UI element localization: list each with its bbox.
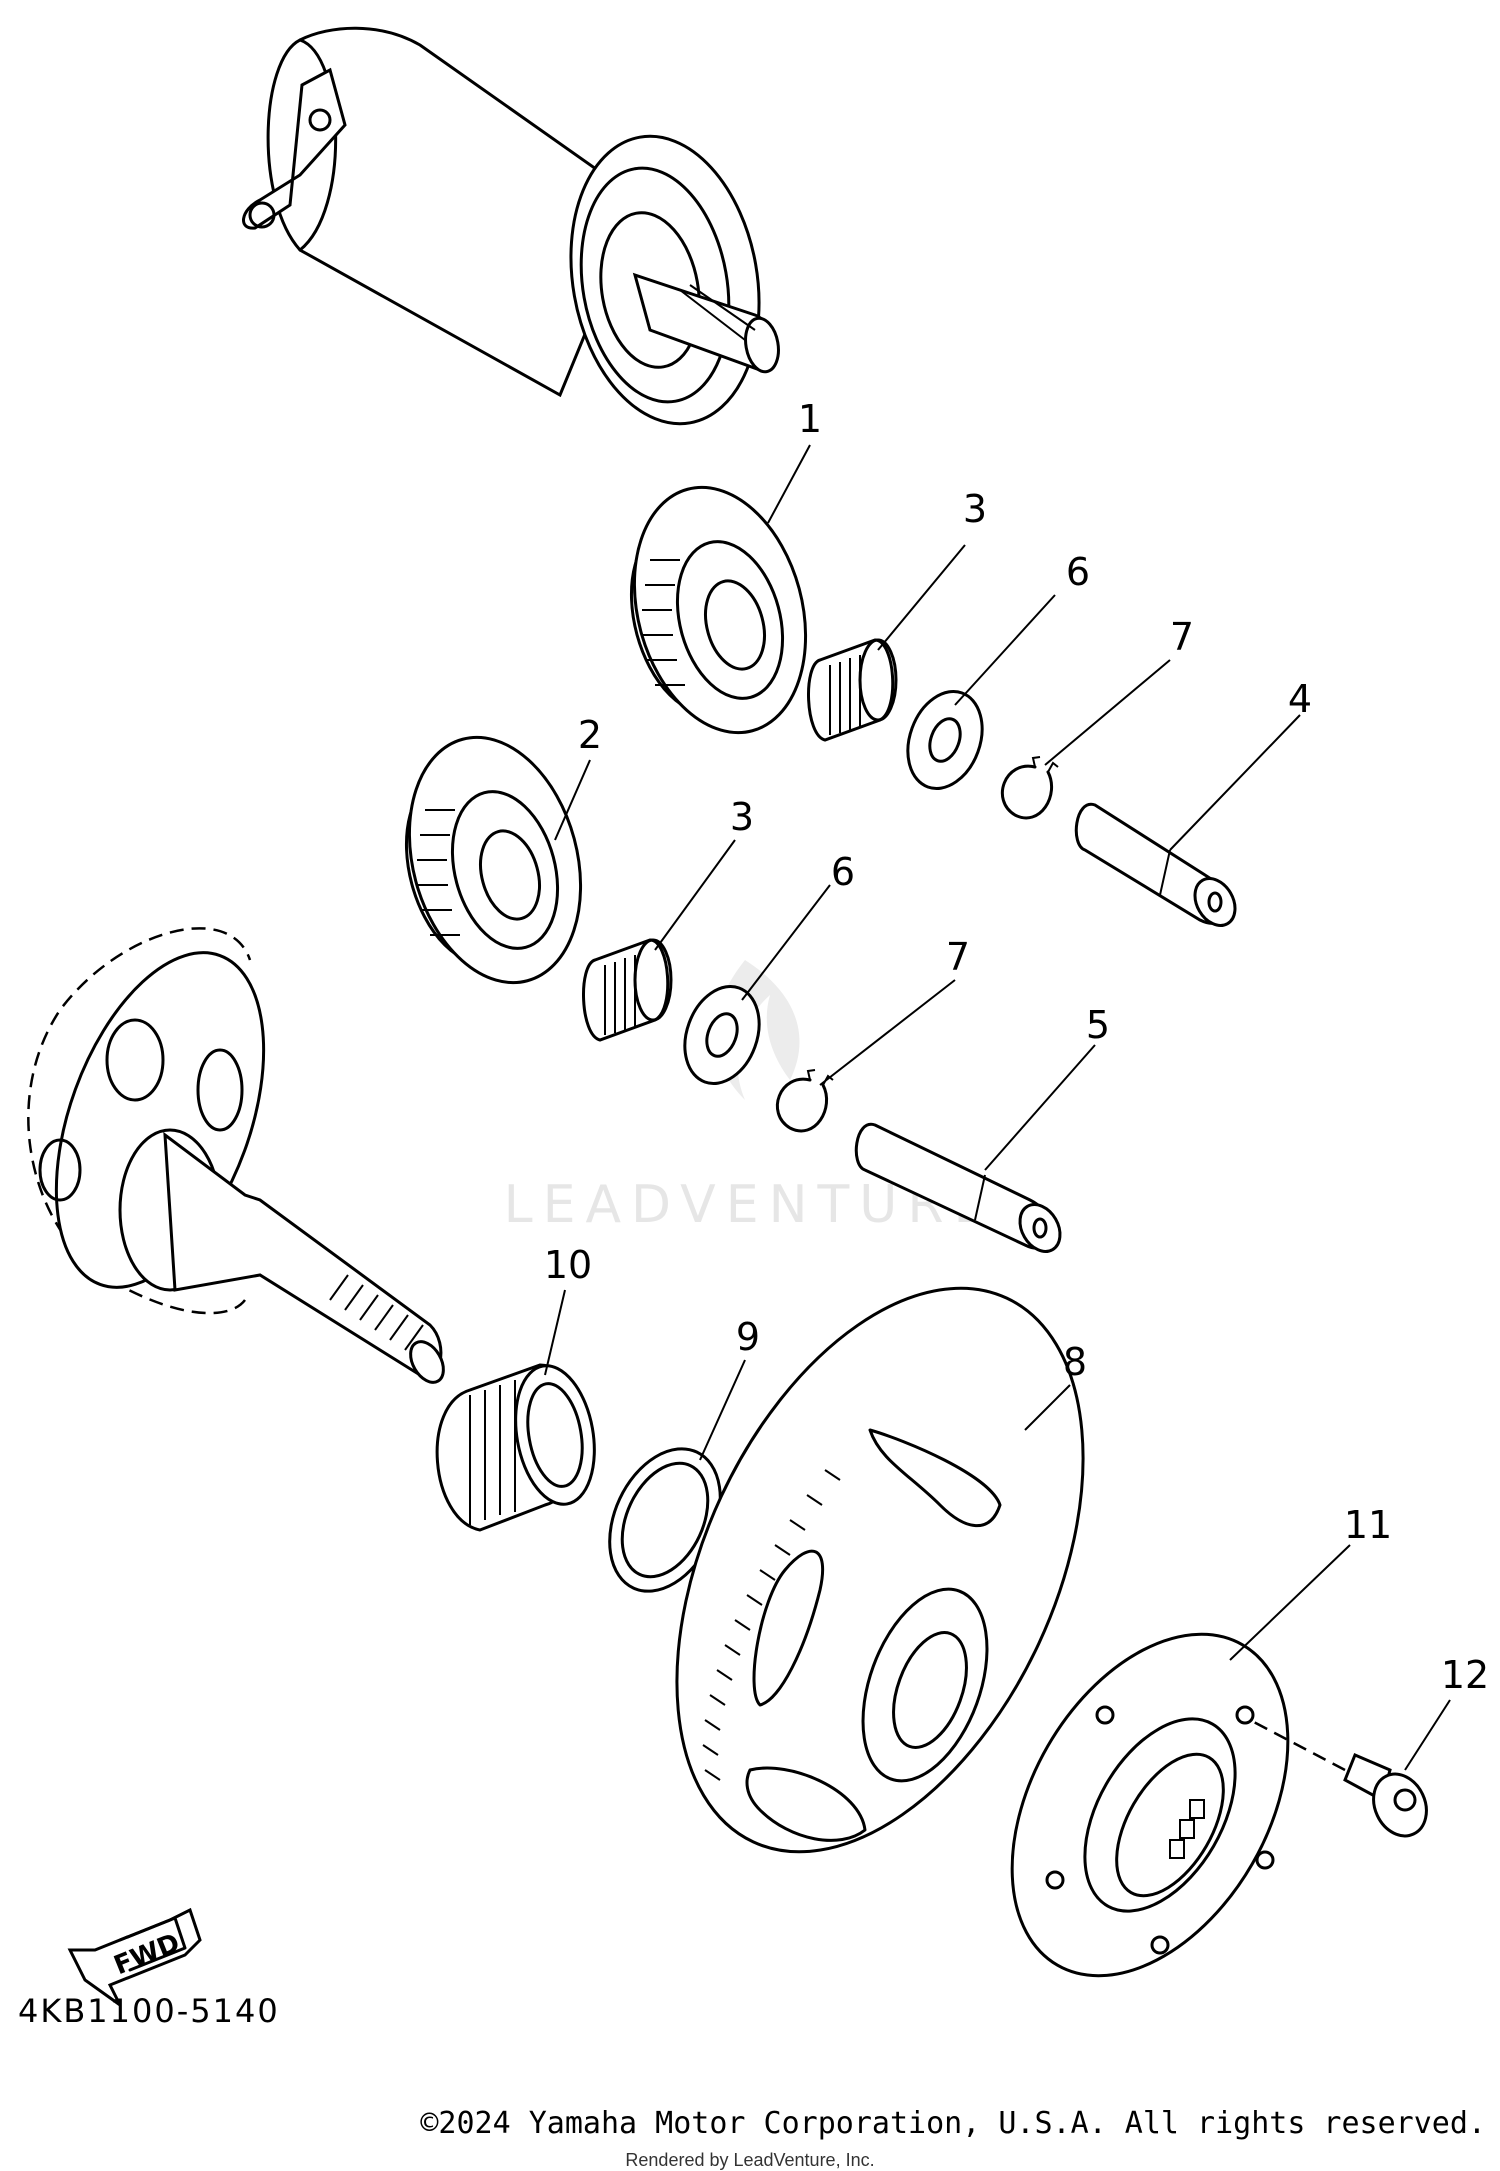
callout-6b: 6: [831, 850, 855, 894]
callout-11: 11: [1344, 1503, 1392, 1547]
starter-clutch-11: [1010, 1632, 1290, 1978]
circlip-7a: [1000, 756, 1059, 820]
bolt-12: [1249, 1718, 1428, 1838]
callout-10: 10: [544, 1243, 592, 1287]
fwd-arrow: FWD: [67, 1907, 202, 2007]
needle-bearing-3a: [807, 638, 898, 742]
gear-2: [404, 735, 583, 985]
callouts: 1 2 3 3 4 5 6 6 7 7 8 9 10 11 12: [544, 397, 1489, 1697]
callout-8: 8: [1063, 1340, 1087, 1384]
circlip-7b: [775, 1069, 834, 1133]
bearing-10: [435, 1363, 596, 1532]
shaft-5: [854, 1122, 1062, 1253]
callout-12: 12: [1441, 1653, 1489, 1697]
starter-motor: [242, 26, 780, 426]
callout-5: 5: [1086, 1003, 1110, 1047]
diagram-code: 4KB1100-5140: [18, 1992, 280, 2030]
shaft-4: [1074, 802, 1237, 927]
gear-1: [629, 485, 808, 735]
callout-3b: 3: [730, 795, 754, 839]
washer-6a: [906, 690, 984, 790]
leader-lines: [544, 444, 1451, 1771]
needle-bearing-3b: [582, 938, 673, 1042]
copyright-notice: ©2024 Yamaha Motor Corporation, U.S.A. A…: [420, 2106, 1486, 2141]
washer-6b: [683, 985, 761, 1085]
callout-4: 4: [1288, 677, 1312, 721]
callout-6a: 6: [1066, 550, 1090, 594]
callout-7a: 7: [1170, 615, 1194, 659]
wheel-gear-8: [675, 1286, 1085, 1854]
callout-2: 2: [578, 713, 602, 757]
callout-1: 1: [798, 397, 822, 441]
crank-assembly: [27, 927, 445, 1384]
callout-3a: 3: [963, 487, 987, 531]
callout-7b: 7: [946, 935, 970, 979]
rendered-by: Rendered by LeadVenture, Inc.: [625, 2150, 875, 2170]
callout-9: 9: [736, 1315, 760, 1359]
